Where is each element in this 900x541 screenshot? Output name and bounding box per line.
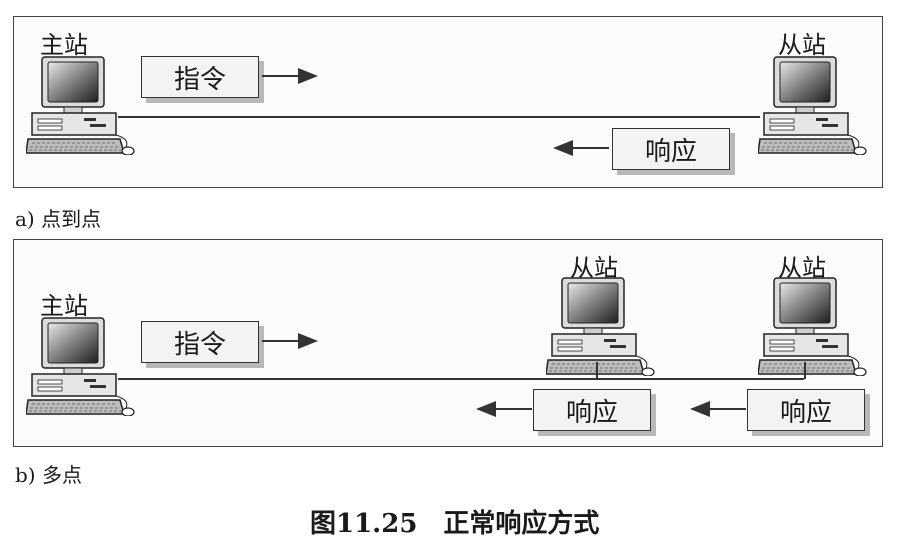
response-label-a: 响应: [644, 136, 697, 167]
arrow-left-icon: [476, 401, 532, 417]
caption-b: b) 多点: [15, 463, 82, 487]
command-box-b: 指令: [141, 321, 259, 363]
response-label-b1: 响应: [565, 397, 618, 428]
bus-line-a: [118, 116, 760, 118]
computer-icon: [758, 277, 867, 376]
drop-line-b1: [596, 362, 598, 379]
bus-line-b: [118, 378, 804, 380]
arrow-left-icon: [553, 140, 609, 156]
computer-icon: [26, 56, 135, 155]
response-box-b1: 响应: [533, 389, 651, 431]
figure-title: 图11.25 正常响应方式: [310, 509, 600, 539]
computer-icon: [546, 277, 655, 376]
computer-icon: [758, 56, 867, 155]
computer-icon: [26, 317, 135, 416]
slave-station-label-a: 从站: [778, 31, 826, 59]
response-label-b2: 响应: [779, 397, 832, 428]
arrow-right-icon: [262, 68, 318, 84]
command-box-a: 指令: [141, 56, 259, 98]
drop-line-b2: [804, 362, 806, 379]
response-box-a: 响应: [612, 128, 730, 170]
arrow-left-icon: [690, 401, 746, 417]
panel-point-to-point: [13, 16, 883, 188]
arrow-right-icon: [262, 333, 318, 349]
master-station-label-a: 主站: [40, 31, 88, 59]
command-label-a: 指令: [173, 64, 226, 95]
caption-a: a) 点到点: [15, 207, 102, 231]
master-station-label-b: 主站: [40, 292, 88, 320]
command-label-b: 指令: [173, 329, 226, 360]
response-box-b2: 响应: [747, 389, 865, 431]
